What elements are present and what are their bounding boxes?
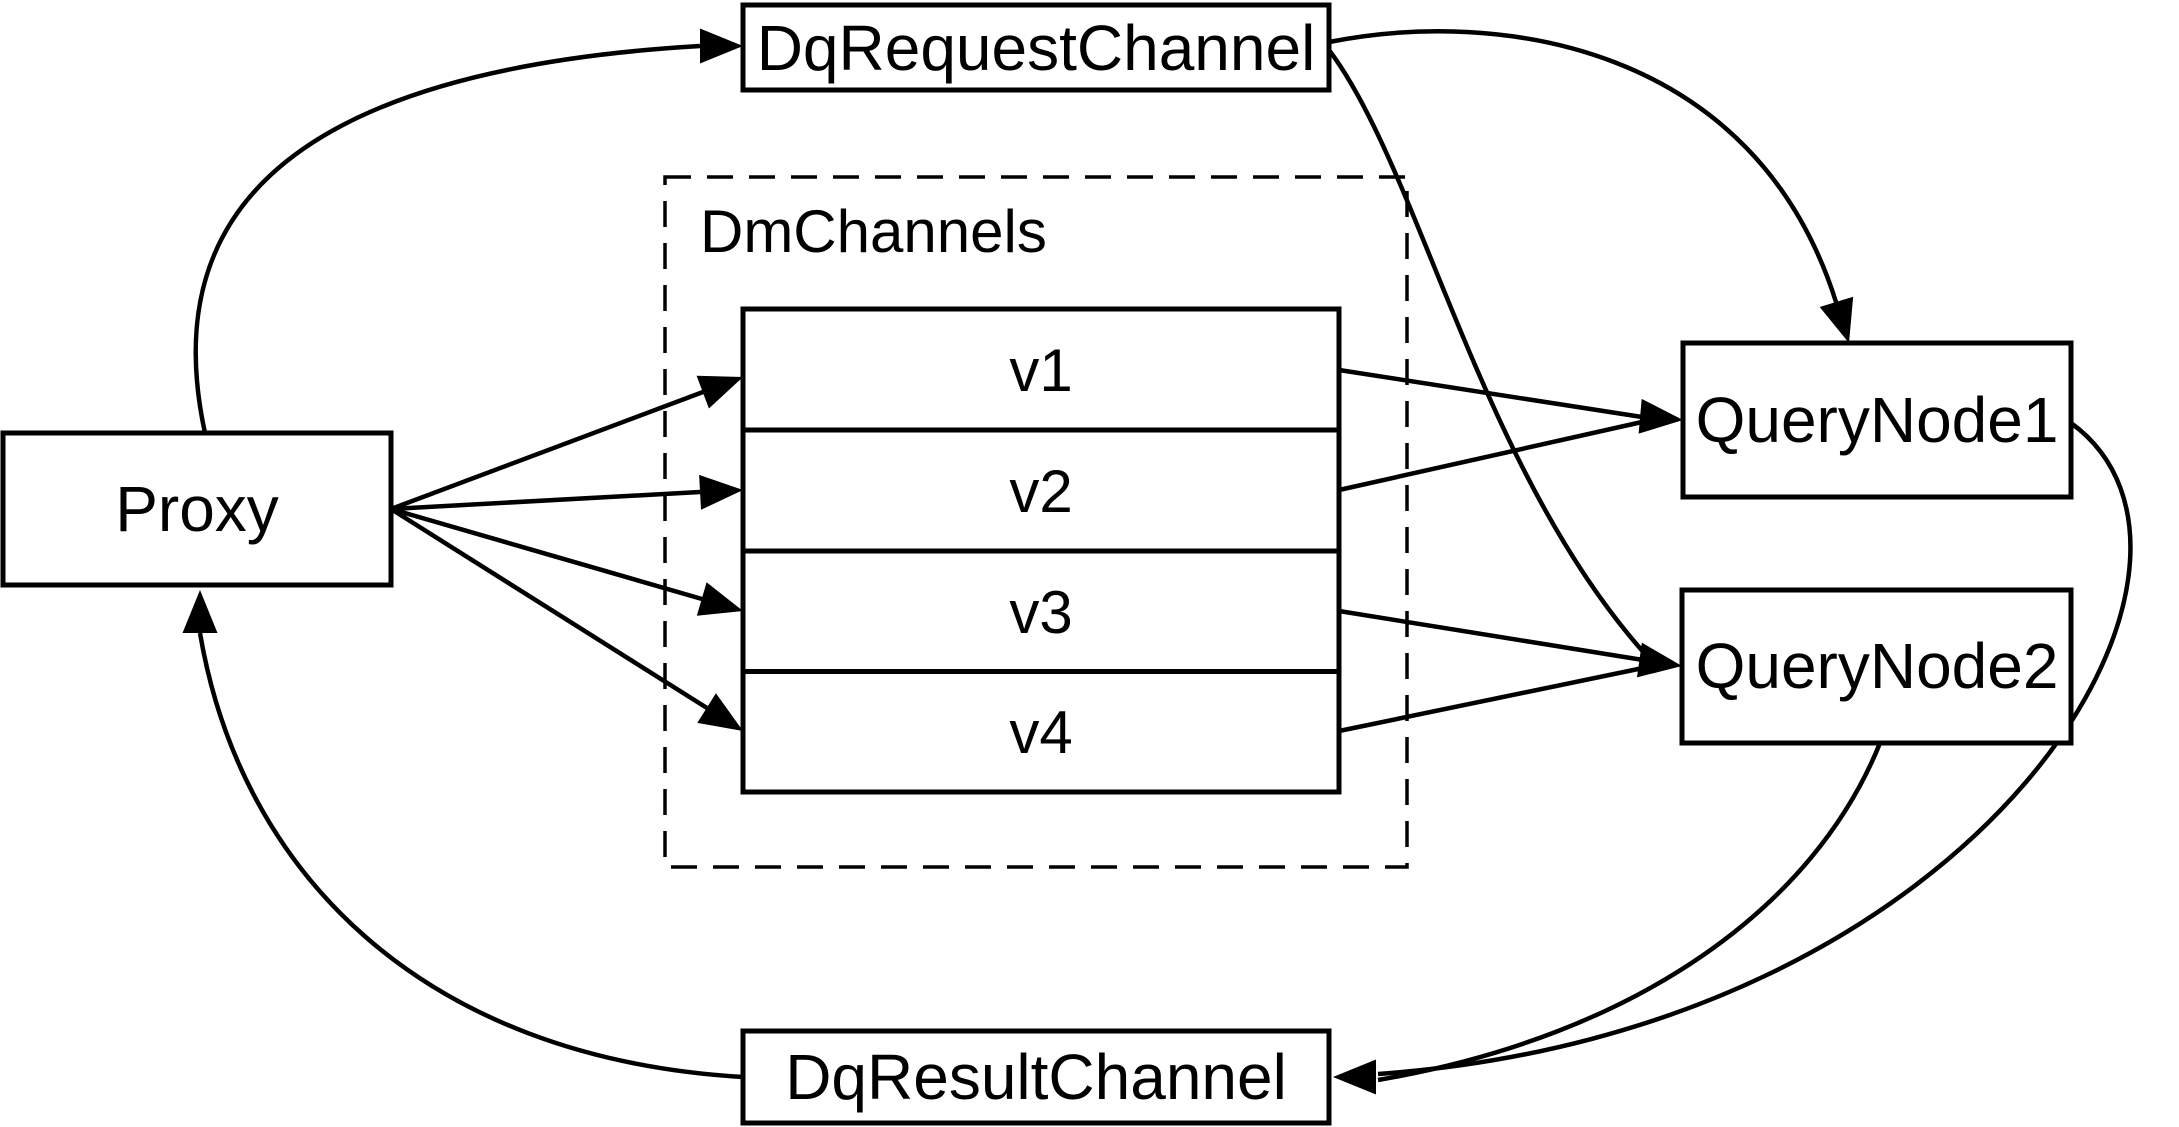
edge-v3-to-querynode2: [1338, 608, 1644, 663]
node-label-querynode1: QueryNode1: [1696, 384, 2059, 456]
arrowhead-into-querynode1-top: [1819, 296, 1854, 343]
arrowhead-into-v1: [696, 375, 743, 409]
node-querynode1: [1680, 340, 2074, 500]
edge-dqrequestchannel-to-querynode1: [1328, 29, 1839, 303]
channel-label-v3: v3: [1009, 579, 1072, 646]
node-label-dqresultchannel: DqResultChannel: [785, 1041, 1287, 1113]
channel-row-v3: [740, 548, 1342, 674]
channel-row-v2: [740, 427, 1342, 554]
channel-label-v4: v4: [1009, 699, 1072, 766]
node-label-querynode2: QueryNode2: [1696, 630, 2059, 702]
channel-label-v2: v2: [1009, 458, 1072, 525]
arrowhead-into-dqrequestchannel: [700, 28, 743, 64]
node-label-proxy: Proxy: [115, 473, 279, 545]
edge-dqresultchannel-to-proxy: [197, 632, 744, 1080]
edge-querynode2-to-dqresultchannel: [1377, 742, 1883, 1083]
edge-proxy-to-v1: [390, 389, 704, 512]
arrowhead-into-dqresultchannel: [1333, 1059, 1376, 1095]
edge-v4-to-querynode2: [1338, 665, 1644, 734]
node-dqrequestchannel: [740, 2, 1332, 93]
edge-dqrequestchannel-to-querynode2: [1327, 48, 1648, 657]
dm-channels-group-label: DmChannels: [700, 198, 1047, 265]
arrowhead-into-v2: [699, 474, 743, 510]
edge-proxy-to-v4: [389, 507, 709, 710]
edge-proxy-to-v3: [390, 506, 703, 602]
channel-label-v1: v1: [1009, 337, 1072, 404]
edge-v1-to-querynode1: [1338, 367, 1643, 420]
arrowhead-into-v3: [696, 582, 743, 616]
arrowhead-into-proxy-bottom: [182, 590, 218, 633]
node-label-dqrequestchannel: DqRequestChannel: [757, 12, 1316, 84]
node-dqresultchannel: [740, 1028, 1332, 1126]
edge-proxy-to-dqrequestchannel: [193, 43, 701, 434]
node-querynode2: [1679, 587, 2074, 746]
arrowhead-into-v4: [697, 693, 743, 731]
channel-row-v4: [740, 669, 1342, 795]
edge-v2-to-querynode1: [1338, 419, 1643, 493]
node-proxy: [0, 430, 394, 588]
edge-proxy-to-v2: [390, 489, 701, 512]
edge-querynode1-to-dqresultchannel: [1377, 421, 2133, 1077]
arrowhead-into-querynode2-left: [1636, 642, 1682, 678]
channel-row-v1: [740, 306, 1342, 433]
arrowhead-into-querynode1-left: [1638, 398, 1683, 434]
